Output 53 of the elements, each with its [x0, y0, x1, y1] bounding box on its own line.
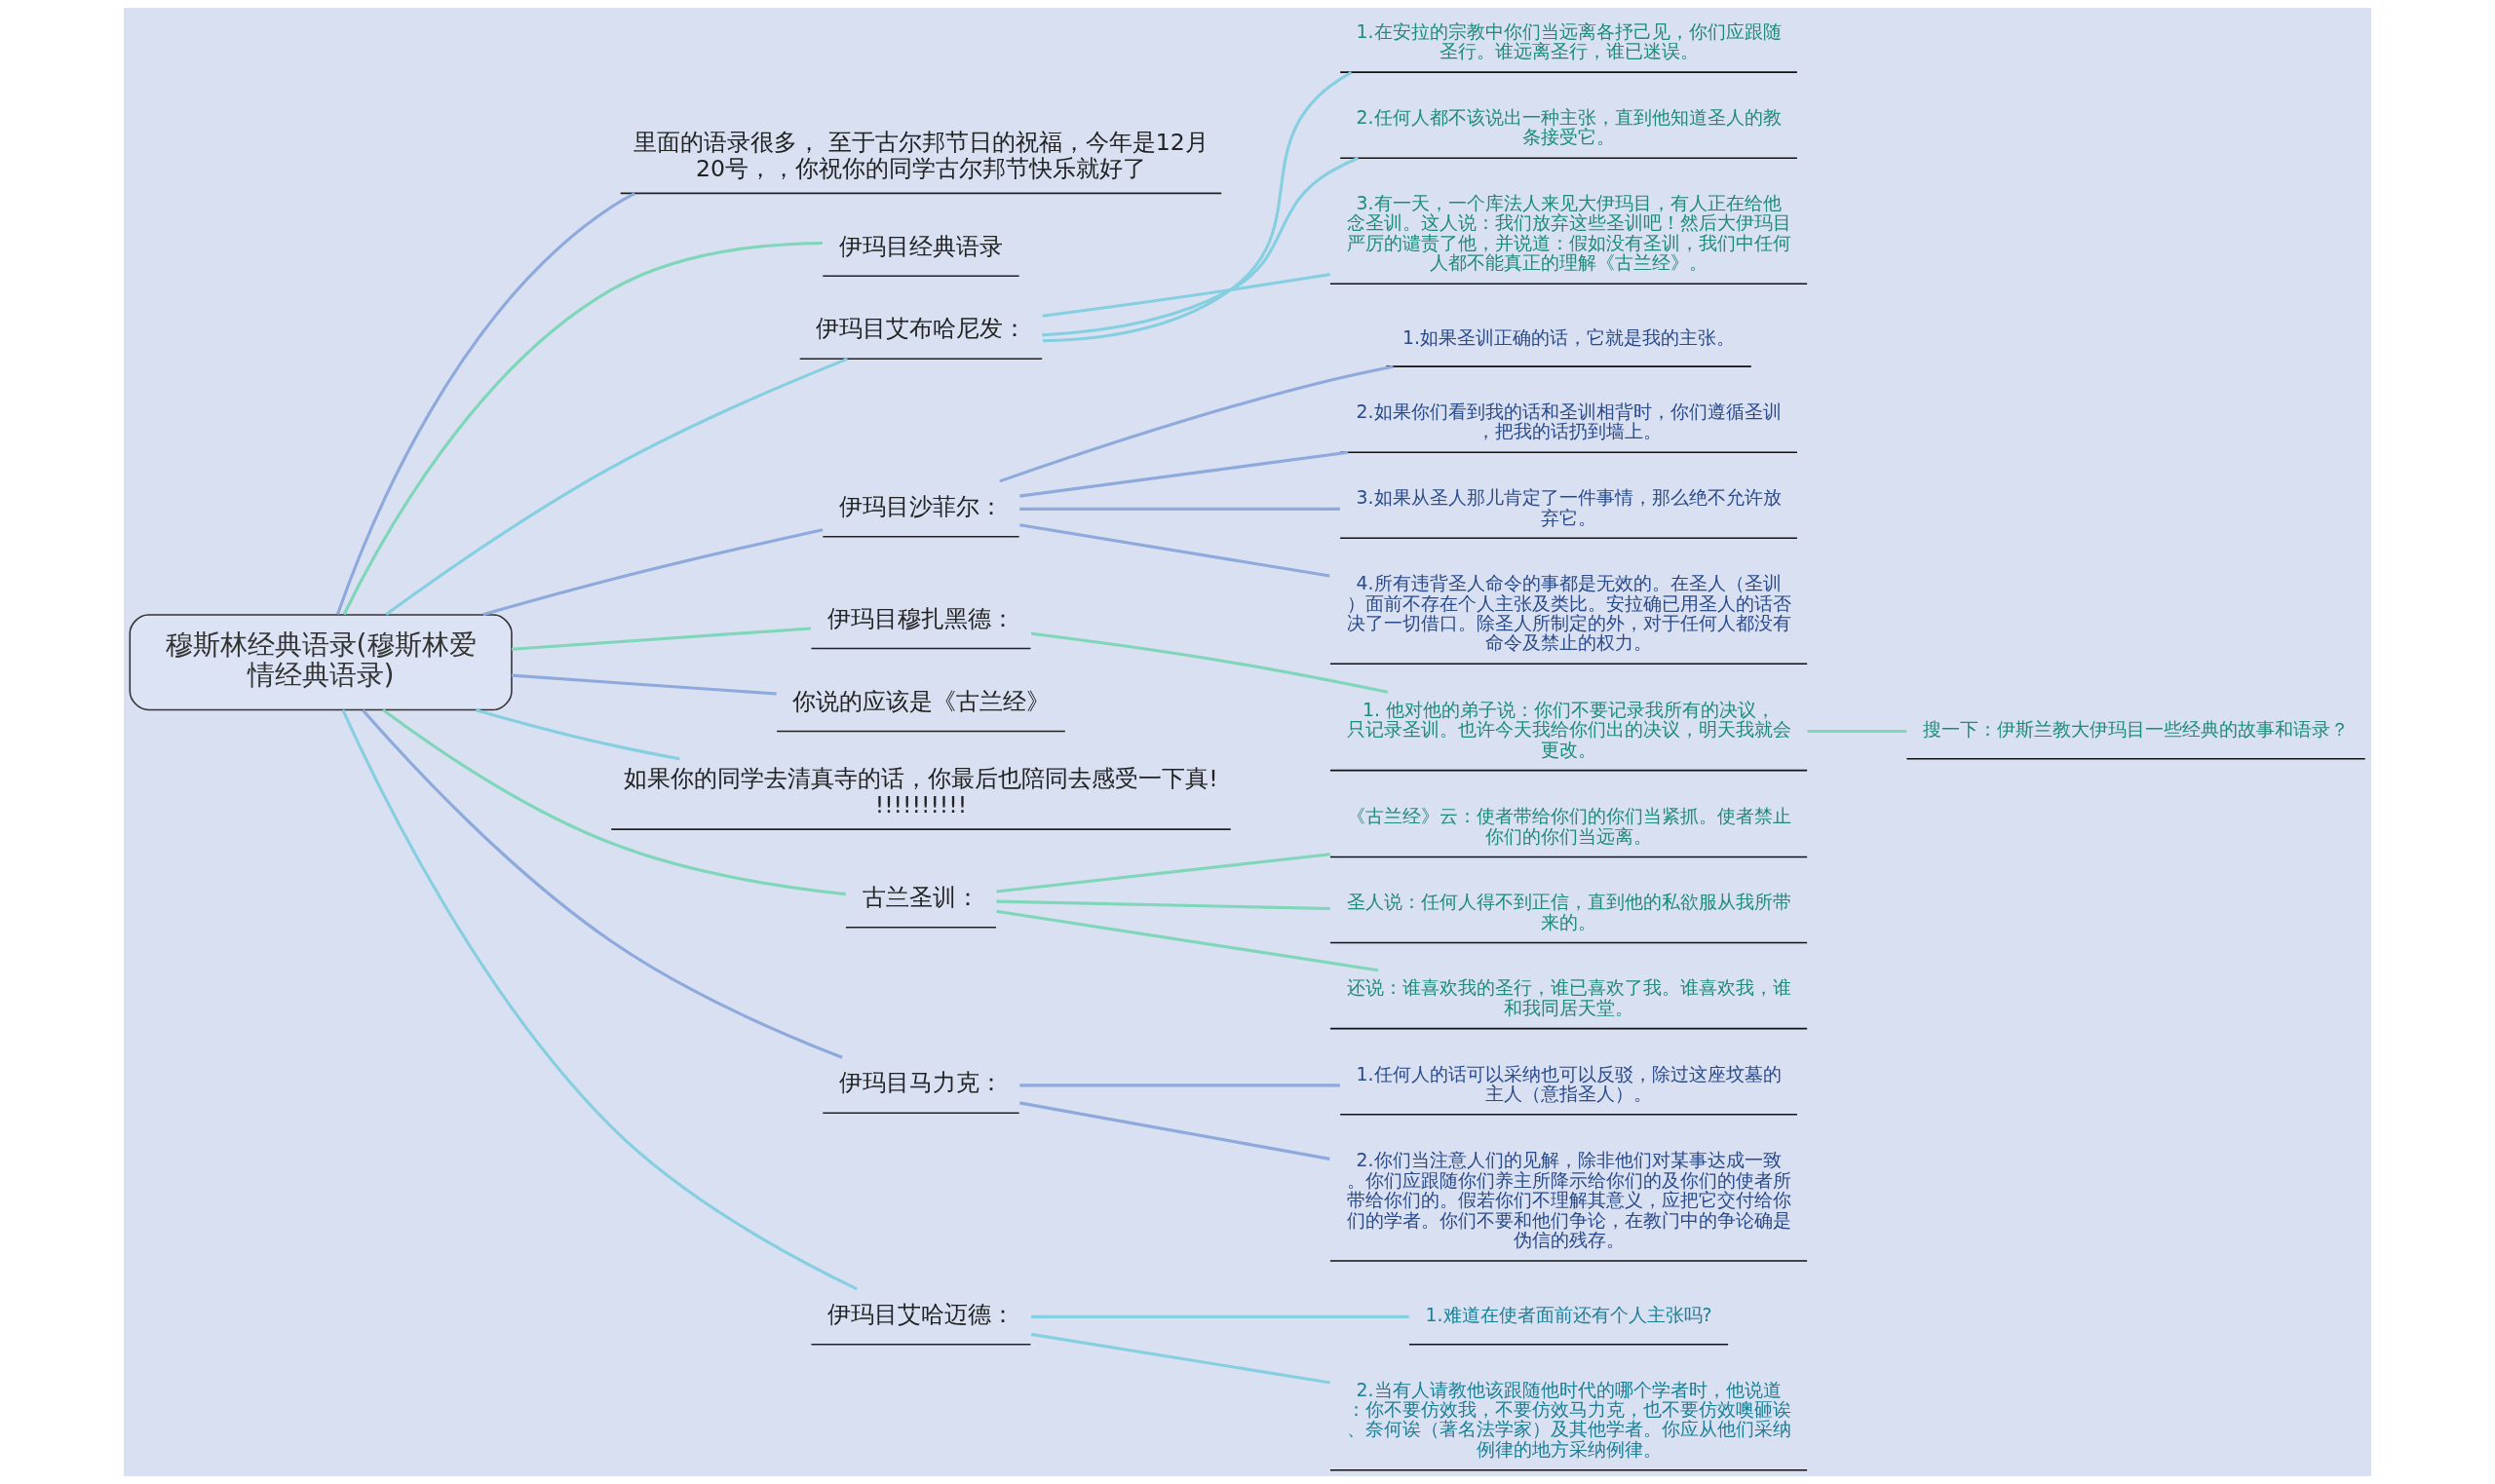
- node-text: 还说：谁喜欢我的圣行，谁已喜欢了我。谁喜欢我，谁和我同居天堂。: [1346, 976, 1791, 1018]
- connector: [341, 709, 858, 1291]
- connector: [1019, 1084, 1340, 1087]
- connector: [1031, 1314, 1409, 1318]
- connector: [511, 627, 812, 651]
- node-text: 如果你的同学去清真寺的话，你最后也陪同去感受一下真!!!!!!!!!!!: [624, 765, 1218, 818]
- node-text: 2.任何人都不该说出一种主张，直到他知道圣人的教条接受它。: [1356, 105, 1782, 148]
- connector: [362, 708, 843, 1059]
- connector: [342, 241, 823, 616]
- node-text: 1.在安拉的宗教中你们当远离各抒己见，你们应跟随圣行。谁远离圣行，谁已迷误。: [1356, 19, 1782, 62]
- connector: [996, 909, 1379, 972]
- node-text: 伊玛目经典语录: [838, 232, 1003, 260]
- node-text: 伊玛目穆扎黑德：: [826, 604, 1015, 632]
- node-text: 3.如果从圣人那儿肯定了一件事情，那么绝不允许放弃它。: [1356, 486, 1782, 528]
- connector: [999, 364, 1394, 483]
- node-text: 伊玛目马力克：: [838, 1069, 1003, 1097]
- connector: [1019, 450, 1349, 498]
- node-text: 4.所有违背圣人命令的事都是无效的。在圣人（圣训）面前不存在个人主张及类比。安拉确已用圣人的话否决了一切借口。除圣人所制定的外，对于任何人都没有命令及禁止的权力。: [1346, 572, 1791, 654]
- connector: [1019, 523, 1330, 578]
- connector: [996, 899, 1330, 911]
- node-text: 3.有一天，一个库法人来见大伊玛目，有人正在给他念圣训。这人说：我们放弃这些圣训吧！然后大伊玛目严厉的谴责了他，并说道：假如没有圣训，我们中任何人都不能真正的理解《古兰经》。: [1346, 192, 1791, 274]
- node-text: 1.如果圣训正确的话，它就是我的主张。: [1402, 325, 1736, 348]
- connector: [1019, 507, 1340, 511]
- node-text: 伊玛目艾布哈尼发：: [815, 315, 1026, 343]
- node-text: 1.任何人的话可以采纳也可以反驳，除过这座坟墓的主人（意指圣人）。: [1356, 1062, 1782, 1104]
- connector: [1042, 273, 1330, 318]
- node-text: 2.当有人请教他该跟随他时代的哪个学者时，他说道：你不要仿效我，不要仿效马力克，也不要仿效噢砸诶、奈何诶（著名法学家）及其他学者。你应从他们采纳例律的地方采纳例律。: [1346, 1378, 1791, 1460]
- connector: [1042, 70, 1353, 343]
- connector: [511, 673, 777, 696]
- connector: [385, 357, 848, 616]
- node-box: 穆斯林经典语录(穆斯林爱情经典语录): [129, 614, 513, 711]
- connector: [1030, 631, 1389, 694]
- connector: [482, 528, 824, 617]
- node-text: 你说的应该是《古兰经》: [791, 687, 1050, 715]
- node-text: 圣人说：任何人得不到正信，直到他的私欲服从我所带来的。: [1346, 891, 1791, 932]
- connector: [475, 708, 680, 761]
- node-text: 2.如果你们看到我的话和圣训相背时，你们遵循圣训，把我的话扔到墙上。: [1356, 400, 1782, 442]
- node-text: 1.难道在使者面前还有个人主张吗?: [1425, 1304, 1712, 1326]
- connector: [1019, 1101, 1330, 1161]
- node-text: 《古兰经》云：使者带给你们的你们当紧抓。使者禁止你们的你们当远离。: [1346, 805, 1791, 847]
- node-text: 伊玛目艾哈迈德：: [826, 1300, 1015, 1328]
- connector: [336, 192, 635, 615]
- node-text: 古兰圣训：: [862, 884, 979, 912]
- node-text: 伊玛目沙菲尔：: [838, 492, 1003, 520]
- node-text: 里面的语录很多， 至于古尔邦节日的祝福，今年是12月20号，，你祝你的同学古尔邦节快乐就好了: [633, 129, 1209, 183]
- connector: [1030, 1332, 1331, 1385]
- connector: [1807, 729, 1907, 734]
- connector: [381, 708, 846, 896]
- node-text: 搜一下：伊斯兰教大伊玛目一些经典的故事和语录？: [1923, 718, 2350, 741]
- connector: [1042, 156, 1360, 337]
- node-text: 1. 他对他的弟子说：你们不要记录我所有的决议，只记录圣训。也许今天我给你们出的决议，明天我就会更改。: [1346, 698, 1791, 760]
- connector: [996, 853, 1331, 894]
- node-text: 2.你们当注意人们的见解，除非他们对某事达成一致。你们应跟随你们养主所降示给你们的及你们的使者所带给你们的。假若你们不理解其意义，应把它交付给你们的学者。你们不要和他们争论，在教门中的争论确是伪信的残存。: [1346, 1149, 1791, 1251]
